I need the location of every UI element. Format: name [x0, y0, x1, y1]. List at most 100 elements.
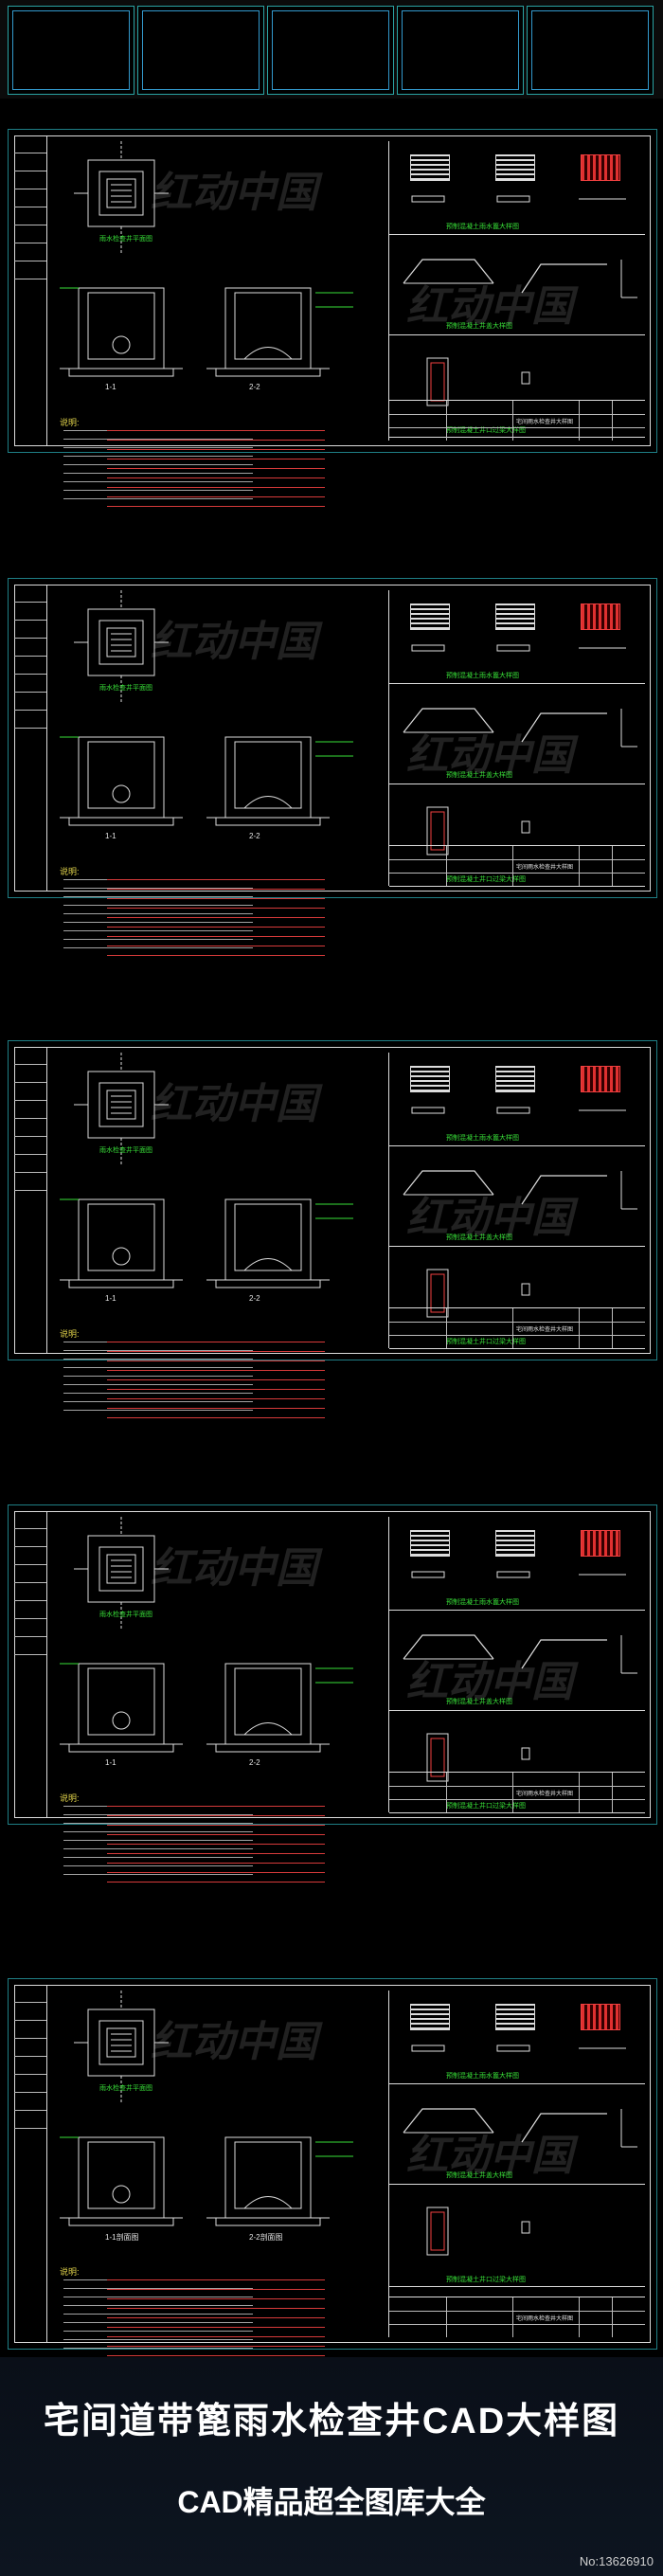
well-plan-view: [74, 590, 169, 704]
notes-highlight-lines: [107, 430, 325, 515]
section-2-label: 2-2: [249, 832, 260, 840]
detail-panels: 预制混凝土雨水篦大样图 预制混凝土井盖大样图 预制混凝土井口过梁大样图: [388, 590, 645, 887]
section-1-label: 1-1剖面图: [105, 2233, 139, 2242]
section-2-label: 2-2剖面图: [249, 2233, 283, 2242]
section-2-label: 2-2: [249, 1758, 260, 1767]
section-1-label: 1-1: [105, 1758, 116, 1767]
section-1-label: 1-1: [105, 1294, 116, 1303]
grate-detail-plan: [410, 1530, 450, 1557]
panel-caption-cover: 预制混凝土井盖大样图: [446, 772, 512, 779]
binding-margin: [14, 585, 47, 892]
rebar-bending-details: [403, 259, 637, 298]
panel-caption-cover: 预制混凝土井盖大样图: [446, 323, 512, 330]
notes-title: 说明:: [60, 418, 80, 427]
detail-panels: 预制混凝土雨水篦大样图 预制混凝土井盖大样图 预制混凝土井口过梁大样图: [388, 141, 645, 441]
drawing-sheet-3: 雨水检查井平面图 1-1 2-2 说明: 预制混凝土雨水篦大样图: [8, 1040, 657, 1418]
plan-view-caption: 雨水检查井平面图: [99, 236, 152, 243]
section-2-label: 2-2: [249, 383, 260, 391]
grate-detail-alt: [495, 1066, 535, 1092]
panel-caption-grate: 预制混凝土雨水篦大样图: [446, 673, 519, 679]
thumbnail-sheet-2[interactable]: [137, 6, 264, 95]
watermark: 红动中国: [151, 1081, 317, 1127]
sheet-frame: [14, 1511, 651, 1818]
section-1-label: 1-1: [105, 832, 116, 840]
detail-panels: 预制混凝土雨水篦大样图 预制混凝土井盖大样图 预制混凝土井口过梁大样图: [388, 1517, 645, 1813]
binding-margin: [14, 1985, 47, 2343]
drawing-area: 雨水检查井平面图 1-1 2-2 说明:: [50, 1517, 382, 1882]
thumbnail-sheet-1[interactable]: [8, 6, 134, 95]
grate-detail-alt: [495, 1530, 535, 1557]
drawing-area: 雨水检查井平面图 1-1 2-2 说明:: [50, 1053, 382, 1418]
drawing-area: 雨水检查井平面图 1-1 2-2 说明:: [50, 141, 382, 507]
lintel-details: [426, 806, 530, 856]
panel-caption-cover: 预制混凝土井盖大样图: [446, 2172, 512, 2179]
lintel-details: [426, 2207, 530, 2256]
title-block: 宅间雨水检查井大样图: [389, 400, 645, 441]
watermark: 红动中国: [406, 1659, 573, 1705]
panel-caption-grate: 预制混凝土雨水篦大样图: [446, 1599, 519, 1606]
watermark: 红动中国: [406, 283, 573, 330]
title-block-drawing-name: 宅间雨水检查井大样图: [516, 420, 574, 425]
notes-title: 说明:: [60, 1793, 80, 1803]
well-plan-view: [74, 1053, 169, 1166]
rebar-bending-details: [403, 708, 637, 748]
grate-reinforcement-detail: [581, 1066, 620, 1092]
grate-section-details: [411, 2045, 626, 2052]
section-1-label: 1-1: [105, 383, 116, 391]
title-block-drawing-name: 宅间雨水检查井大样图: [516, 2316, 574, 2322]
thumbnail-sheet-4[interactable]: [397, 6, 524, 95]
watermark: 红动中国: [406, 1195, 573, 1241]
binding-margin: [14, 1047, 47, 1354]
panel-caption-cover: 预制混凝土井盖大样图: [446, 1234, 512, 1241]
drawing-sheet-4: 雨水检查井平面图 1-1 2-2 说明: 预制混凝土雨水篦大样图: [8, 1504, 657, 1882]
well-plan-view: [74, 141, 169, 255]
lintel-details: [426, 1733, 530, 1782]
thumbnail-sheet-3[interactable]: [267, 6, 394, 95]
grate-section-details: [411, 1107, 626, 1114]
binding-margin: [14, 135, 47, 446]
panel-caption-lintel: 预制混凝土井口过梁大样图: [446, 2277, 526, 2283]
panel-caption-lintel: 预制混凝土井口过梁大样图: [446, 876, 526, 883]
plan-view-caption: 雨水检查井平面图: [99, 1612, 152, 1618]
panel-caption-grate: 预制混凝土雨水篦大样图: [446, 2073, 519, 2080]
drawing-area: 雨水检查井平面图 1-1剖面图 2-2剖面图 说明:: [50, 1991, 382, 2356]
notes-title: 说明:: [60, 2267, 80, 2277]
grate-detail-alt: [495, 2004, 535, 2030]
footer-banner: 宅间道带篦雨水检查井CAD大样图 CAD精品超全图库大全 No:13626910: [0, 2357, 663, 2576]
well-section-views: [60, 736, 353, 826]
notes-title: 说明:: [60, 1329, 80, 1339]
binding-margin: [14, 1511, 47, 1818]
rebar-bending-details: [403, 1170, 637, 1210]
grate-reinforcement-detail: [581, 2004, 620, 2030]
notes-highlight-lines: [107, 1342, 325, 1427]
thumbnail-sheet-5[interactable]: [527, 6, 654, 95]
well-plan-view: [74, 1517, 169, 1630]
grate-detail-alt: [495, 603, 535, 630]
well-section-views: [60, 1198, 353, 1288]
footer-title: 宅间道带篦雨水检查井CAD大样图: [43, 2402, 620, 2441]
image-id-tag: No:13626910: [579, 2554, 654, 2568]
grate-detail-plan: [410, 154, 450, 181]
well-section-views: [60, 1663, 353, 1753]
panel-caption-lintel: 预制混凝土井口过梁大样图: [446, 427, 526, 434]
title-block-drawing-name: 宅间雨水检查井大样图: [516, 1792, 574, 1797]
title-block: 宅间雨水检查井大样图: [389, 1307, 645, 1348]
watermark: 红动中国: [151, 2019, 317, 2065]
section-2-label: 2-2: [249, 1294, 260, 1303]
thumbnail-strip: [0, 0, 663, 99]
title-block: 宅间雨水检查井大样图: [389, 1772, 645, 1812]
plan-view-caption: 雨水检查井平面图: [99, 1147, 152, 1154]
well-plan-view: [74, 1991, 169, 2104]
grate-detail-plan: [410, 2004, 450, 2030]
grate-detail-plan: [410, 603, 450, 630]
grate-detail-alt: [495, 154, 535, 181]
grate-reinforcement-detail: [581, 154, 620, 181]
panel-caption-cover: 预制混凝土井盖大样图: [446, 1699, 512, 1705]
drawing-sheet-2: 雨水检查井平面图 1-1 2-2 说明: 预制混凝土雨水篦大样图: [8, 578, 657, 956]
notes-highlight-lines: [107, 2279, 325, 2365]
detail-panels: 预制混凝土雨水篦大样图 预制混凝土井盖大样图 预制混凝土井口过梁大样图: [388, 1053, 645, 1349]
well-section-views: [60, 287, 353, 377]
rebar-bending-details: [403, 1634, 637, 1674]
plan-view-caption: 雨水检查井平面图: [99, 2085, 152, 2092]
grate-reinforcement-detail: [581, 603, 620, 630]
